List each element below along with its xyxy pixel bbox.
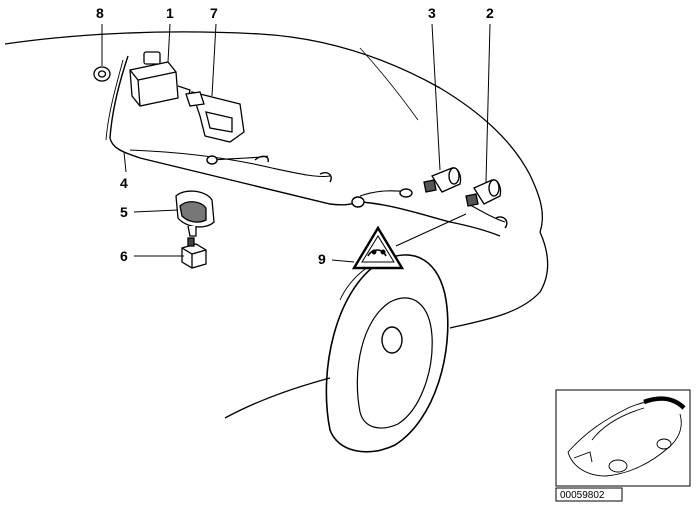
bracket <box>185 91 245 143</box>
callout-2: 2 <box>486 5 494 21</box>
callout-labels: 1 2 3 4 5 6 7 8 9 <box>96 5 494 267</box>
sensor <box>175 190 215 237</box>
part-number: 00059802 <box>560 490 605 501</box>
pump <box>423 167 462 193</box>
callout-5: 5 <box>120 204 128 220</box>
car-body-outline <box>4 31 549 419</box>
callout-8: 8 <box>96 5 104 21</box>
callout-7: 7 <box>210 5 218 21</box>
part-number-box: 00059802 <box>555 487 623 502</box>
warning-triangle-label <box>351 225 405 270</box>
location-inset <box>555 389 691 487</box>
wheel <box>325 254 449 453</box>
grommet <box>93 66 111 82</box>
callout-3: 3 <box>428 5 436 21</box>
callout-4: 4 <box>120 175 128 191</box>
pump-2 <box>465 179 502 207</box>
callout-6: 6 <box>120 248 128 264</box>
control-unit <box>129 51 191 107</box>
leader-lines <box>101 23 491 263</box>
wiring-harness <box>105 55 508 237</box>
callout-9: 9 <box>318 251 326 267</box>
hex-nut <box>181 237 207 269</box>
callout-1: 1 <box>166 5 174 21</box>
